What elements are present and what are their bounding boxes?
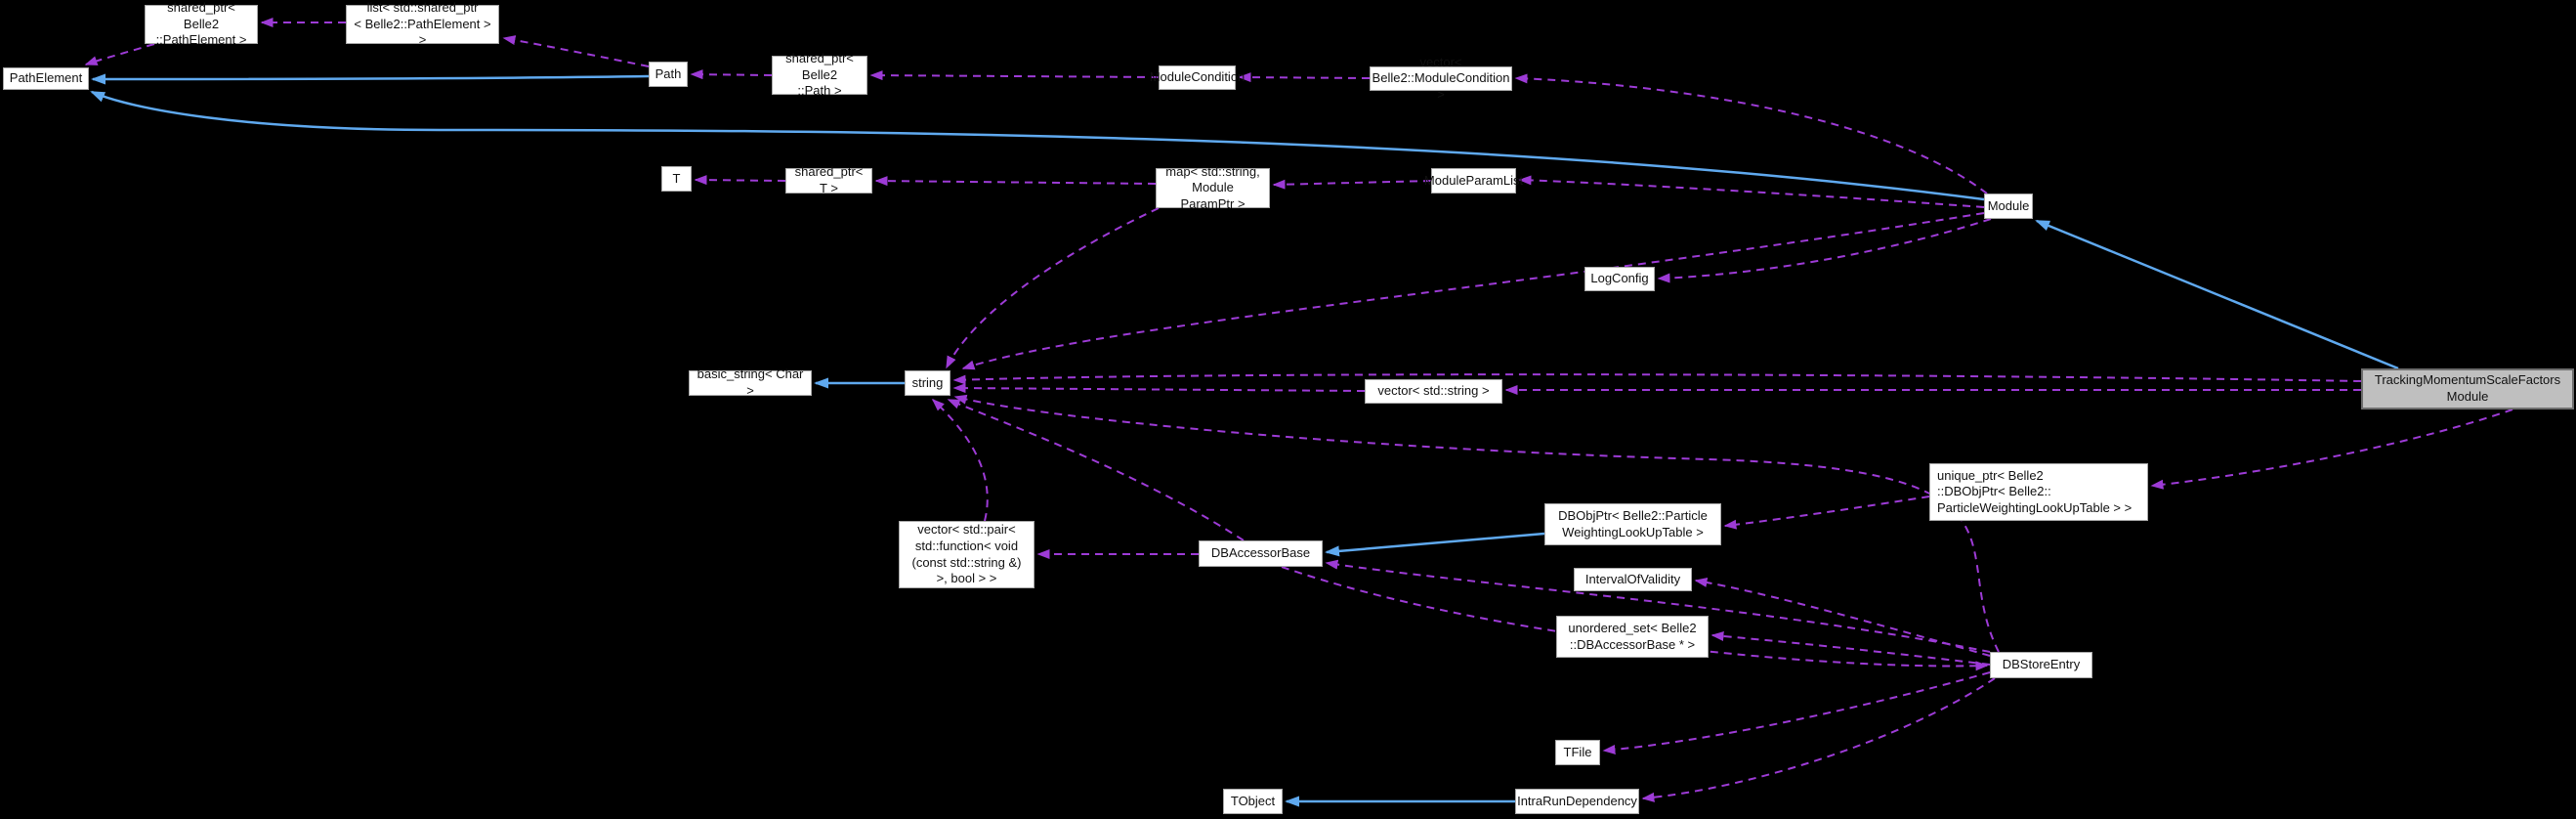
edge-map-moduleparamptr--to--string [946, 207, 1160, 369]
node-module-condition[interactable]: ModuleCondition [1150, 65, 1245, 90]
node-map-moduleparamptr[interactable]: map< std::string, Module ParamPtr > [1156, 164, 1270, 211]
node-tfile[interactable]: TFile [1555, 740, 1600, 765]
edge-dbstoreentry--to--string [953, 394, 2000, 653]
edge-tracking-momentum-scale-factors-module--to--module [2035, 219, 2399, 370]
edge-unique-ptr-dbobjptr--to--dbobjptr-particle-weighting [1723, 496, 1930, 530]
node-shared-ptr-path[interactable]: shared_ptr< Belle2 ::Path > [772, 51, 867, 98]
edge-dbstoreentry--to--unordered-set-dbaccessorbase [1710, 631, 1991, 666]
edge-shared-ptr-path-element--to--path-element [84, 43, 155, 65]
edge-path--to--list-shared-ptr-path-element [502, 35, 650, 67]
node-list-shared-ptr-path-element[interactable]: list< std::shared_ptr < Belle2::PathElem… [346, 0, 499, 47]
node-shared-ptr-t[interactable]: shared_ptr< T > [785, 164, 872, 195]
edge-dbstoreentry--to--intra-run-dependency [1641, 677, 1996, 802]
node-vector-std-string[interactable]: vector< std::string > [1365, 379, 1502, 404]
edge-tracking-momentum-scale-factors-module--to--string [952, 373, 2362, 385]
edge-map-moduleparamptr--to--shared-ptr-t [874, 176, 1157, 187]
node-unique-ptr-dbobjptr[interactable]: unique_ptr< Belle2 ::DBObjPtr< Belle2:: … [1929, 463, 2148, 521]
node-basic-string-char[interactable]: basic_string< Char > [689, 366, 812, 398]
node-module[interactable]: Module [1984, 194, 2033, 219]
node-unordered-set-dbaccessorbase[interactable]: unordered_set< Belle2 ::DBAccessorBase *… [1556, 616, 1709, 658]
edge-dbaccessorbase--to--string [947, 399, 1245, 541]
edge-unordered-set-dbaccessorbase--to--dbaccessorbase [1325, 559, 1991, 653]
node-tracking-momentum-scale-factors-module: TrackingMomentumScaleFactors Module [2361, 368, 2574, 410]
node-dbaccessorbase[interactable]: DBAccessorBase [1199, 540, 1323, 567]
node-intra-run-dependency[interactable]: IntraRunDependency [1515, 789, 1639, 814]
node-t[interactable]: T [661, 166, 692, 192]
edge-tracking-momentum-scale-factors-module--to--unique-ptr-dbobjptr [2150, 409, 2513, 490]
node-dbstoreentry[interactable]: DBStoreEntry [1990, 652, 2092, 678]
edge-module--to--module-param-list [1518, 175, 1985, 208]
node-dbobjptr-particle-weighting[interactable]: DBObjPtr< Belle2::Particle WeightingLook… [1544, 503, 1721, 545]
edge-shared-ptr-path--to--path [690, 69, 773, 80]
edge-vector-pair-function--to--string [931, 398, 989, 522]
edge-module--to--vector-module-condition [1514, 73, 1988, 194]
node-vector-module-condition[interactable]: vector< Belle2::ModuleCondition > [1370, 55, 1512, 102]
node-shared-ptr-path-element[interactable]: shared_ptr< Belle2 ::PathElement > [145, 0, 258, 47]
edge-vector-std-string--to--string [952, 383, 1366, 394]
edge-dbstoreentry--to--tfile [1602, 671, 1991, 754]
edge-module-param-list--to--map-moduleparamptr [1272, 179, 1432, 190]
node-string[interactable]: string [905, 370, 950, 396]
node-path[interactable]: Path [649, 62, 688, 87]
node-interval-of-validity[interactable]: IntervalOfValidity [1574, 568, 1692, 591]
node-module-param-list[interactable]: ModuleParamList [1424, 168, 1523, 194]
edge-dbobjptr-particle-weighting--to--dbaccessorbase [1325, 532, 1545, 557]
edge-module--to--log-config [1657, 218, 1992, 283]
node-tobject[interactable]: TObject [1223, 789, 1283, 814]
node-log-config[interactable]: LogConfig [1584, 267, 1655, 291]
node-path-element[interactable]: PathElement [3, 67, 89, 90]
edge-vector-module-condition--to--module-condition [1238, 72, 1371, 83]
edge-path--to--path-element [91, 73, 650, 85]
edge-shared-ptr-t--to--t [694, 175, 786, 186]
node-vector-pair-function[interactable]: vector< std::pair< std::function< void (… [899, 521, 1035, 588]
edge-module--to--string [961, 212, 1985, 370]
edge-module--to--path-element [90, 90, 1985, 201]
edge-module-condition--to--shared-ptr-path [869, 70, 1160, 81]
